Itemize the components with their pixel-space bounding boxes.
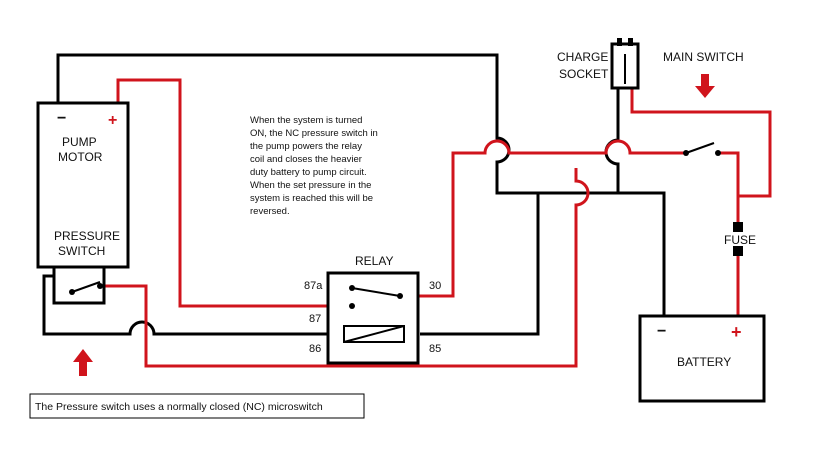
battery-positive-sign: + (731, 322, 742, 342)
pressure-switch-box (52, 265, 106, 305)
fuse-label: FUSE (724, 233, 756, 247)
relay-pin-87: 87 (309, 313, 321, 325)
relay-body (326, 271, 420, 365)
relay-pin-30: 30 (429, 280, 441, 292)
wire-relay85-return (420, 193, 540, 336)
charge-socket-label-line2: SOCKET (559, 67, 609, 81)
fuse-icon (733, 222, 743, 256)
battery-body (638, 314, 766, 403)
pump-label-line1: PUMP (62, 135, 97, 149)
caption-text: The Pressure switch uses a normally clos… (35, 401, 323, 413)
relay-pin-87a: 87a (304, 280, 323, 292)
switch-contact-icon (69, 281, 103, 295)
description-line: ON, the NC pressure switch in (250, 128, 378, 139)
relay-label: RELAY (355, 254, 393, 268)
charge-socket-label-line1: CHARGE (557, 50, 608, 64)
caption-box (29, 393, 365, 419)
main-switch-label: MAIN SWITCH (663, 50, 744, 64)
pump-positive-sign: + (108, 112, 117, 129)
description-text: When the system is turned ON, the NC pre… (250, 115, 378, 217)
relay-contact (349, 285, 403, 309)
description-line: the pump powers the relay (250, 141, 362, 152)
wire-pump-positive-to-relay87 (116, 78, 352, 308)
wire-pressure-switch-to-relay86 (104, 168, 590, 368)
pressure-switch-label-line1: PRESSURE (54, 229, 120, 243)
relay-pin-85: 85 (429, 343, 441, 355)
relay-pin-86: 86 (309, 343, 321, 355)
wire-pressure-switch-loop (42, 274, 318, 336)
description-line: When the system is turned (250, 115, 362, 126)
arrow-down-icon (695, 74, 715, 98)
main-switch-contact (683, 142, 721, 156)
description-line: coil and closes the heavier (250, 154, 362, 165)
arrow-up-icon (73, 349, 93, 376)
description-line: When the set pressure in the (250, 180, 371, 191)
wire-main-switch-to-fuse (718, 151, 740, 222)
battery-negative-sign: − (657, 323, 666, 340)
charge-plug-icon (610, 38, 640, 90)
description-line: system is reached this will be (250, 193, 373, 204)
description-line: reversed. (250, 206, 290, 217)
battery-label: BATTERY (677, 355, 731, 369)
wire-socket-to-main (630, 88, 772, 198)
description-line: duty battery to pump circuit. (250, 167, 367, 178)
pump-label-line2: MOTOR (58, 150, 103, 164)
pump-body (36, 101, 130, 269)
pressure-switch-label-line2: SWITCH (58, 244, 105, 258)
wire-relay30-to-main-switch (402, 139, 686, 298)
relay-coil-icon (343, 325, 405, 343)
pump-negative-sign: − (57, 110, 66, 127)
